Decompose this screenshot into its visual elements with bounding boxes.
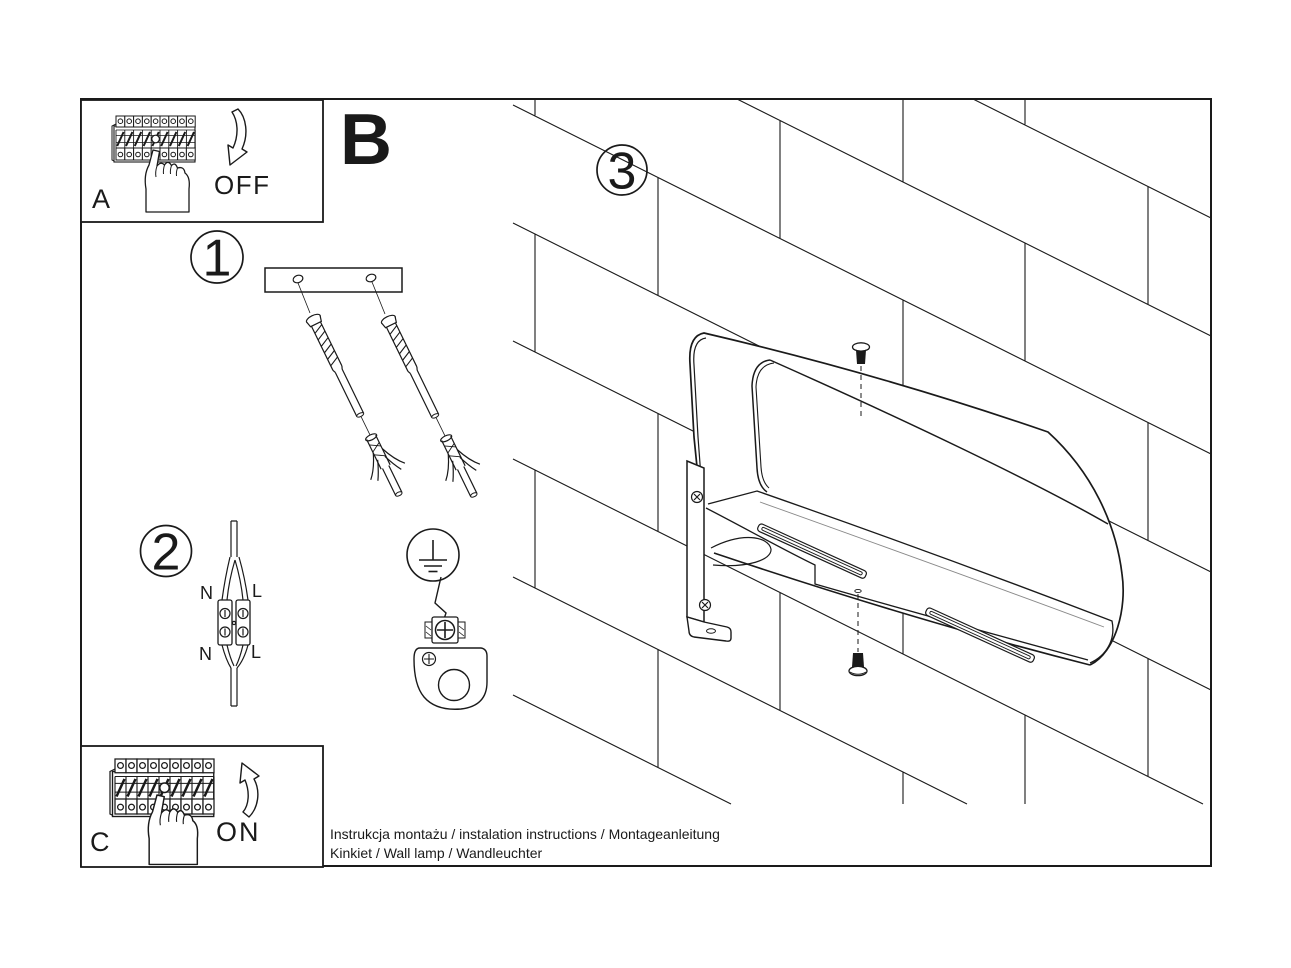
on-label: ON (216, 817, 261, 847)
fixing-screw-top-icon (851, 342, 871, 416)
lamp-light-slot-1 (757, 523, 868, 579)
bracket-screw-top-icon (690, 490, 704, 504)
wall-lamp-illustration (686, 332, 1124, 677)
supply-wire-icon (221, 520, 249, 707)
footer-title-line: Instrukcja montażu / instalation instruc… (330, 826, 720, 842)
label-l-bottom: L (251, 642, 261, 662)
label-n-top: N (200, 583, 213, 603)
earth-clamp-icon (424, 616, 466, 644)
lamp-fold-line (759, 501, 1105, 628)
lamp-back-hem (707, 490, 1114, 664)
lamp-shade-outline (688, 332, 1124, 666)
step-1-number: 1 (203, 230, 232, 288)
panel-a-label: A (92, 184, 110, 214)
earth-wire (434, 576, 447, 620)
step-2-badge (139, 524, 193, 578)
step-3-badge: 3 (596, 143, 648, 201)
fixing-screw-bottom-icon (848, 588, 868, 677)
lamp-front-edge (705, 507, 1089, 661)
lamp-light-slot-2 (925, 607, 1036, 663)
lamp-shade-fill (689, 333, 1124, 665)
arrow-down-icon (227, 108, 248, 166)
lamp-cable (710, 536, 772, 567)
earth-symbol-icon (406, 528, 460, 582)
step-1-drawing: 1 (190, 230, 493, 506)
label-n-bottom: N (199, 644, 212, 664)
off-label: OFF (214, 170, 271, 200)
panel-c: C ON (80, 745, 324, 868)
panel-c-label: C (90, 827, 110, 857)
lamp-inner-sweep (769, 359, 1109, 525)
alignment-lines (297, 281, 386, 315)
bracket-screw-bottom-icon (698, 598, 712, 612)
lamp-bottom-hem (713, 552, 1091, 666)
earth-lug-icon (413, 647, 488, 710)
terminal-block-icon (217, 599, 251, 646)
lamp-inner-limb-double (755, 362, 775, 489)
step-1-badge (190, 230, 244, 284)
bracket-foot-hole (706, 628, 716, 634)
lamp-limb-double-line (693, 337, 707, 478)
lamp-inner-limb (751, 359, 771, 493)
lamp-bracket-plate (686, 459, 705, 624)
step-2-number: 2 (152, 524, 181, 582)
plate-hole-right (365, 273, 377, 283)
plate-hole-left (292, 274, 304, 284)
step-3-number: 3 (608, 143, 637, 201)
arrow-up-icon (239, 762, 260, 818)
label-l-top: L (252, 581, 262, 601)
section-b-label: B (340, 100, 392, 180)
footer-product-line: Kinkiet / Wall lamp / Wandleuchter (330, 845, 542, 861)
step-2-drawing: 2 N L N L (139, 520, 488, 710)
mounting-plate (264, 267, 403, 293)
panel-a: A OFF (80, 99, 324, 223)
